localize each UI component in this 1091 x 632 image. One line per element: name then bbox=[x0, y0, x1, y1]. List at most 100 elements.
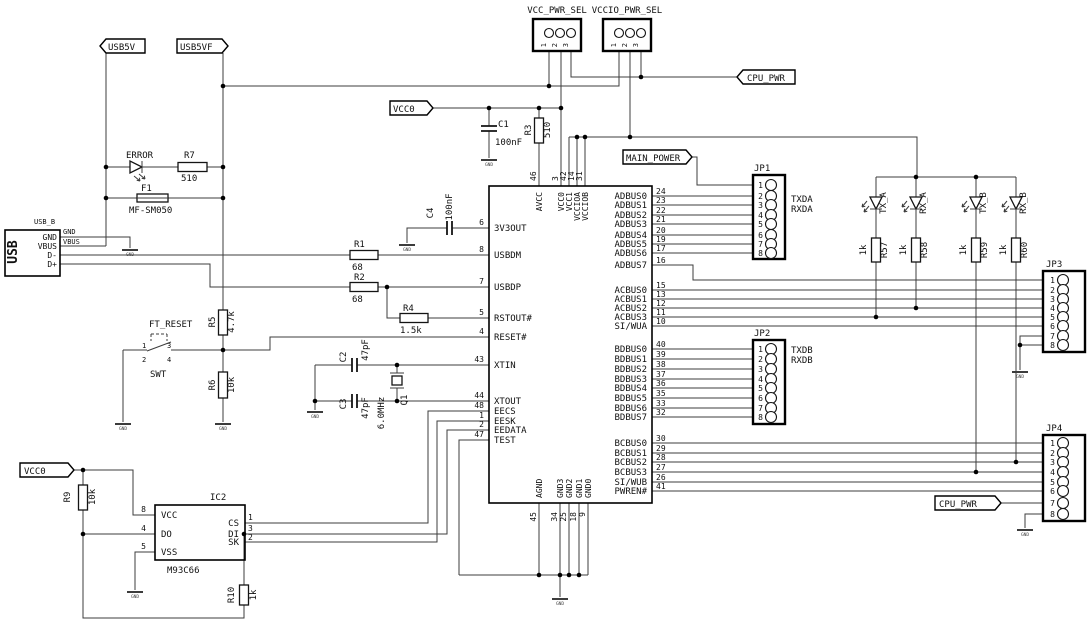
svg-text:8: 8 bbox=[758, 249, 763, 258]
svg-text:3: 3 bbox=[1050, 458, 1055, 467]
svg-text:4: 4 bbox=[1050, 468, 1055, 477]
r58-value: 1k bbox=[899, 244, 909, 255]
svg-text:VCCIOB: VCCIOB bbox=[581, 192, 590, 221]
resistor-r5 bbox=[217, 309, 229, 336]
svg-text:30: 30 bbox=[656, 434, 666, 443]
svg-text:3: 3 bbox=[1050, 295, 1055, 304]
gnd-symbol bbox=[398, 244, 416, 254]
svg-text:21: 21 bbox=[656, 215, 666, 224]
svg-text:EESK: EESK bbox=[494, 417, 516, 427]
pin-number: 1 bbox=[540, 43, 548, 47]
svg-text:IC2: IC2 bbox=[210, 493, 226, 503]
svg-text:29: 29 bbox=[656, 444, 666, 453]
svg-text:XTOUT: XTOUT bbox=[494, 397, 522, 407]
led-label-tx-b: TX_B bbox=[979, 192, 989, 214]
svg-text:VCC0: VCC0 bbox=[24, 467, 46, 477]
svg-text:32: 32 bbox=[656, 408, 666, 417]
svg-text:8: 8 bbox=[479, 245, 484, 254]
resistor-r10 bbox=[238, 584, 250, 606]
header-pin-circles bbox=[543, 27, 1070, 521]
svg-text:2: 2 bbox=[1050, 286, 1055, 295]
swt-pin-3: 3 bbox=[167, 342, 171, 350]
svg-text:24: 24 bbox=[656, 187, 666, 196]
svg-text:ADBUS4: ADBUS4 bbox=[614, 231, 647, 241]
led-label-tx-a: TX_A bbox=[879, 192, 889, 214]
r5-value: 4.7k bbox=[227, 311, 237, 333]
usb-pin-vbus: VBUS bbox=[38, 242, 57, 251]
svg-text:8: 8 bbox=[1050, 510, 1055, 519]
svg-text:JP4: JP4 bbox=[1046, 424, 1062, 434]
svg-text:6: 6 bbox=[479, 218, 484, 227]
svg-text:AVCC: AVCC bbox=[535, 192, 544, 211]
svg-text:MAIN_POWER: MAIN_POWER bbox=[626, 154, 681, 164]
net-flag-cpu-pwr-top: CPU_PWR bbox=[736, 69, 796, 85]
c3-value: 47pF bbox=[361, 397, 371, 419]
svg-text:38: 38 bbox=[656, 360, 666, 369]
pin-number: 2 bbox=[621, 43, 629, 47]
svg-text:XTIN: XTIN bbox=[494, 361, 516, 371]
r3-value: 510 bbox=[543, 122, 553, 138]
svg-text:VCC1: VCC1 bbox=[565, 192, 574, 211]
gnd-symbol bbox=[126, 591, 144, 601]
svg-text:JP2: JP2 bbox=[754, 329, 770, 339]
net-flag-vcc0-top: VCC0 bbox=[389, 100, 434, 116]
svg-text:4: 4 bbox=[1050, 304, 1055, 313]
svg-text:TXDA: TXDA bbox=[791, 195, 813, 205]
svg-text:5: 5 bbox=[758, 384, 763, 393]
r59-ref: R59 bbox=[980, 242, 990, 258]
svg-text:CPU_PWR: CPU_PWR bbox=[747, 74, 786, 84]
svg-text:JP1: JP1 bbox=[754, 164, 770, 174]
led-label-rx-a: RX_A bbox=[919, 192, 929, 214]
led-error bbox=[129, 160, 146, 182]
fuse-f1 bbox=[136, 193, 169, 203]
svg-text:TEST: TEST bbox=[494, 436, 516, 446]
gnd-symbol bbox=[480, 159, 498, 169]
q1-ref: Q1 bbox=[400, 395, 410, 406]
svg-text:ADBUS3: ADBUS3 bbox=[614, 220, 647, 230]
svg-text:RESET#: RESET# bbox=[494, 333, 527, 343]
resistor-r2 bbox=[349, 281, 379, 293]
usb-port-label: USB bbox=[6, 240, 21, 264]
svg-text:CS: CS bbox=[228, 519, 239, 529]
usb-pin-dplus: D+ bbox=[47, 260, 57, 269]
svg-text:6: 6 bbox=[758, 394, 763, 403]
eeprom-ic2-body bbox=[154, 504, 246, 561]
gnd-symbol bbox=[114, 423, 132, 433]
svg-text:BDBUS1: BDBUS1 bbox=[614, 355, 647, 365]
svg-text:6: 6 bbox=[1050, 487, 1055, 496]
svg-text:ACBUS1: ACBUS1 bbox=[614, 295, 647, 305]
vcc-pwr-sel-title: VCC_PWR_SEL bbox=[527, 6, 587, 16]
svg-text:ADBUS7: ADBUS7 bbox=[614, 261, 647, 271]
net-flag-usb5vf: USB5VF bbox=[176, 38, 229, 54]
usb-ref: USB_B bbox=[34, 218, 55, 226]
svg-text:GND1: GND1 bbox=[575, 479, 584, 498]
svg-text:7: 7 bbox=[758, 240, 763, 249]
svg-text:4: 4 bbox=[141, 524, 146, 533]
net-flag-main-power: MAIN_POWER bbox=[622, 149, 693, 165]
r5-ref: R5 bbox=[208, 317, 218, 328]
svg-text:2: 2 bbox=[248, 533, 253, 542]
swt-ref: SWT bbox=[150, 370, 167, 380]
svg-text:28: 28 bbox=[656, 453, 666, 462]
c2-value: 47pF bbox=[361, 339, 371, 361]
svg-text:16: 16 bbox=[656, 256, 666, 265]
svg-text:2: 2 bbox=[479, 420, 484, 429]
r4-value: 1.5k bbox=[400, 326, 422, 336]
c4-ref: C4 bbox=[426, 208, 436, 219]
svg-text:37: 37 bbox=[656, 370, 666, 379]
svg-text:7: 7 bbox=[758, 404, 763, 413]
r9-value: 10k bbox=[88, 488, 98, 505]
svg-text:SI/WUA: SI/WUA bbox=[614, 322, 647, 332]
svg-text:ADBUS5: ADBUS5 bbox=[614, 240, 647, 250]
svg-text:ACBUS0: ACBUS0 bbox=[614, 286, 647, 296]
svg-text:1: 1 bbox=[758, 181, 763, 190]
svg-text:RSTOUT#: RSTOUT# bbox=[494, 314, 533, 324]
svg-text:BCBUS1: BCBUS1 bbox=[614, 449, 647, 459]
svg-text:27: 27 bbox=[656, 463, 666, 472]
svg-text:9: 9 bbox=[578, 512, 587, 517]
svg-text:15: 15 bbox=[656, 281, 666, 290]
r7-value: 510 bbox=[181, 174, 197, 184]
svg-text:USB5VF: USB5VF bbox=[180, 43, 213, 53]
svg-text:4: 4 bbox=[479, 327, 484, 336]
svg-text:3: 3 bbox=[758, 365, 763, 374]
